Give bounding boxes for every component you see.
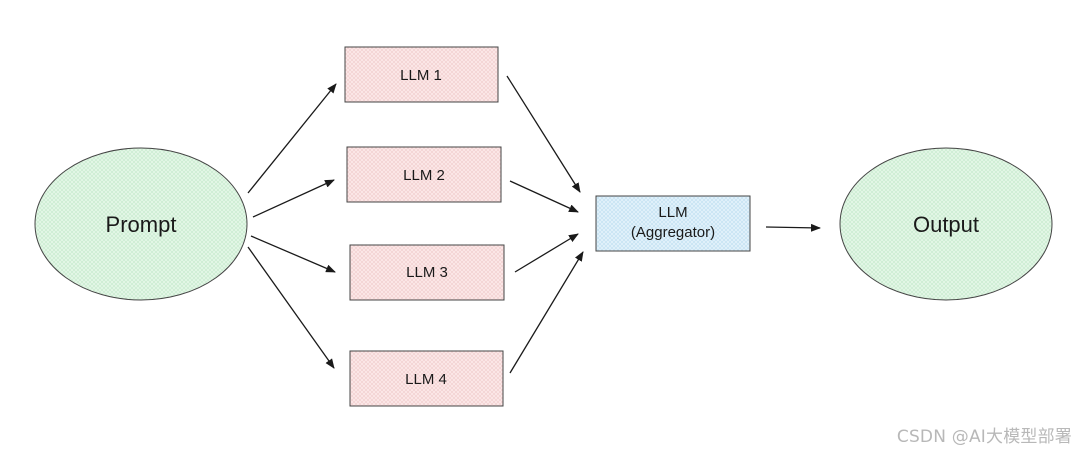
output-label: Output	[913, 212, 979, 237]
llm-node-label: LLM 3	[406, 264, 448, 281]
prompt-label: Prompt	[106, 212, 177, 237]
llm-node-label: LLM 2	[403, 167, 445, 184]
arrow-prompt-to-llm4	[247, 246, 335, 369]
arrow-aggregator-to-output	[765, 223, 821, 232]
aggregator-node: LLM (Aggregator)	[595, 195, 751, 252]
llm-node-1: LLM 1	[344, 46, 499, 103]
llm-node-2: LLM 2	[346, 146, 502, 203]
arrow-llm1-to-aggregator	[506, 75, 581, 193]
arrow-prompt-to-llm2	[252, 179, 335, 218]
aggregator-label-line1: LLM	[658, 204, 687, 221]
llm-node-label: LLM 1	[400, 67, 442, 84]
arrow-prompt-to-llm1	[247, 83, 337, 194]
arrow-prompt-to-llm3	[250, 235, 336, 273]
arrow-llm4-to-aggregator	[509, 251, 584, 374]
output-node: Output	[839, 147, 1053, 301]
llm-node-label: LLM 4	[405, 371, 447, 388]
llm-node-4: LLM 4	[349, 350, 504, 407]
prompt-node: Prompt	[34, 147, 248, 301]
arrow-llm2-to-aggregator	[509, 180, 579, 213]
watermark: CSDN @AI大模型部署	[896, 427, 1072, 447]
llm-node-3: LLM 3	[349, 244, 505, 301]
arrow-llm3-to-aggregator	[514, 233, 579, 273]
aggregator-label-line2: (Aggregator)	[631, 224, 715, 241]
